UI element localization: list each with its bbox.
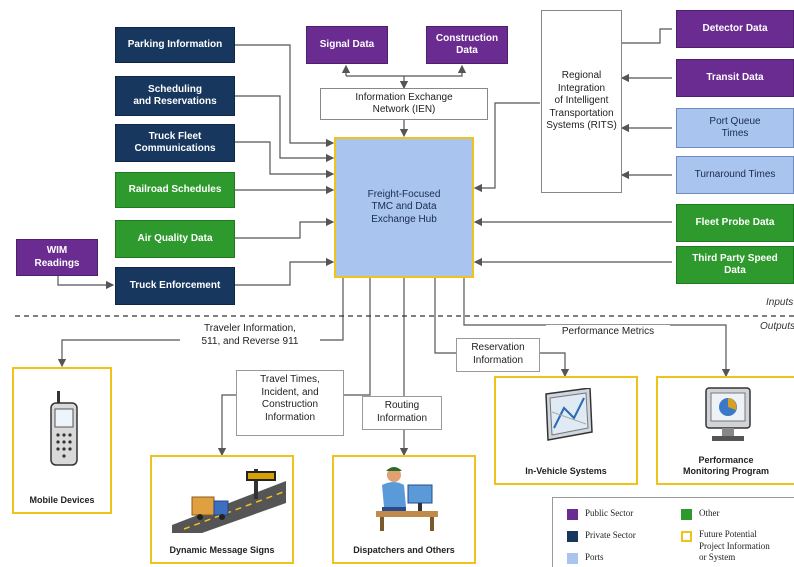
- flow-label-performance-metrics: Performance Metrics: [546, 325, 670, 341]
- output-dispatchers-and-others: Dispatchers and Others: [332, 455, 476, 564]
- node-truck-enforcement: Truck Enforcement: [115, 267, 235, 305]
- output-performance-label: Performance Monitoring Program: [683, 454, 769, 476]
- legend-private-label: Private Sector: [585, 530, 636, 540]
- node-truck-fleet-communications: Truck Fleet Communications: [115, 124, 235, 162]
- node-railroad-schedules: Railroad Schedules: [115, 172, 235, 208]
- inputs-label: Inputs: [766, 297, 794, 308]
- legend-future-label: Future Potential Project Information or …: [699, 529, 770, 563]
- outputs-label: Outputs: [760, 321, 794, 332]
- node-parking-information: Parking Information: [115, 27, 235, 63]
- output-dynamic-message-signs: Dynamic Message Signs: [150, 455, 294, 564]
- navigation-device-icon: [545, 388, 593, 441]
- flow-label-travel-times: Travel Times, Incident, and Construction…: [236, 370, 344, 436]
- node-fleet-probe-data: Fleet Probe Data: [676, 204, 794, 242]
- node-transit-data: Transit Data: [676, 59, 794, 97]
- monitor-chart-icon: [705, 387, 751, 441]
- legend: Public Sector Private Sector Ports Other…: [552, 497, 794, 567]
- message-sign-icon: [172, 469, 286, 533]
- node-detector-data: Detector Data: [676, 10, 794, 48]
- legend-ports-label: Ports: [585, 552, 604, 562]
- legend-swatch-other: [681, 509, 692, 520]
- node-information-exchange-network: Information Exchange Network (IEN): [320, 88, 488, 120]
- output-mobile-devices-label: Mobile Devices: [29, 494, 95, 505]
- node-construction-data: Construction Data: [426, 26, 508, 64]
- output-dispatchers-label: Dispatchers and Others: [353, 544, 455, 555]
- legend-swatch-future: [681, 531, 692, 542]
- dispatcher-icon: [376, 467, 438, 531]
- mobile-phone-icon: [50, 391, 78, 466]
- legend-swatch-public: [567, 509, 578, 520]
- legend-public-label: Public Sector: [585, 508, 634, 518]
- flow-label-reservation: Reservation Information: [456, 338, 540, 372]
- node-port-queue-times: Port Queue Times: [676, 108, 794, 148]
- output-in-vehicle-label: In-Vehicle Systems: [525, 465, 607, 476]
- node-signal-data: Signal Data: [306, 26, 388, 64]
- legend-other-label: Other: [699, 508, 720, 518]
- flow-label-routing: Routing Information: [362, 396, 442, 430]
- node-rits: Regional Integration of Intelligent Tran…: [541, 10, 622, 193]
- node-air-quality-data: Air Quality Data: [115, 220, 235, 258]
- output-performance-monitoring: Performance Monitoring Program: [656, 376, 794, 485]
- node-turnaround-times: Turnaround Times: [676, 156, 794, 194]
- node-third-party-speed-data: Third Party Speed Data: [676, 246, 794, 284]
- output-mobile-devices: Mobile Devices: [12, 367, 112, 514]
- node-scheduling-reservations: Scheduling and Reservations: [115, 76, 235, 116]
- legend-swatch-private: [567, 531, 578, 542]
- output-dms-label: Dynamic Message Signs: [169, 544, 275, 555]
- node-wim-readings: WIM Readings: [16, 239, 98, 276]
- legend-swatch-ports: [567, 553, 578, 564]
- node-freight-hub: Freight-Focused TMC and Data Exchange Hu…: [334, 137, 474, 278]
- output-in-vehicle-systems: In-Vehicle Systems: [494, 376, 638, 485]
- flow-label-traveler-information: Traveler Information, 511, and Reverse 9…: [180, 321, 320, 351]
